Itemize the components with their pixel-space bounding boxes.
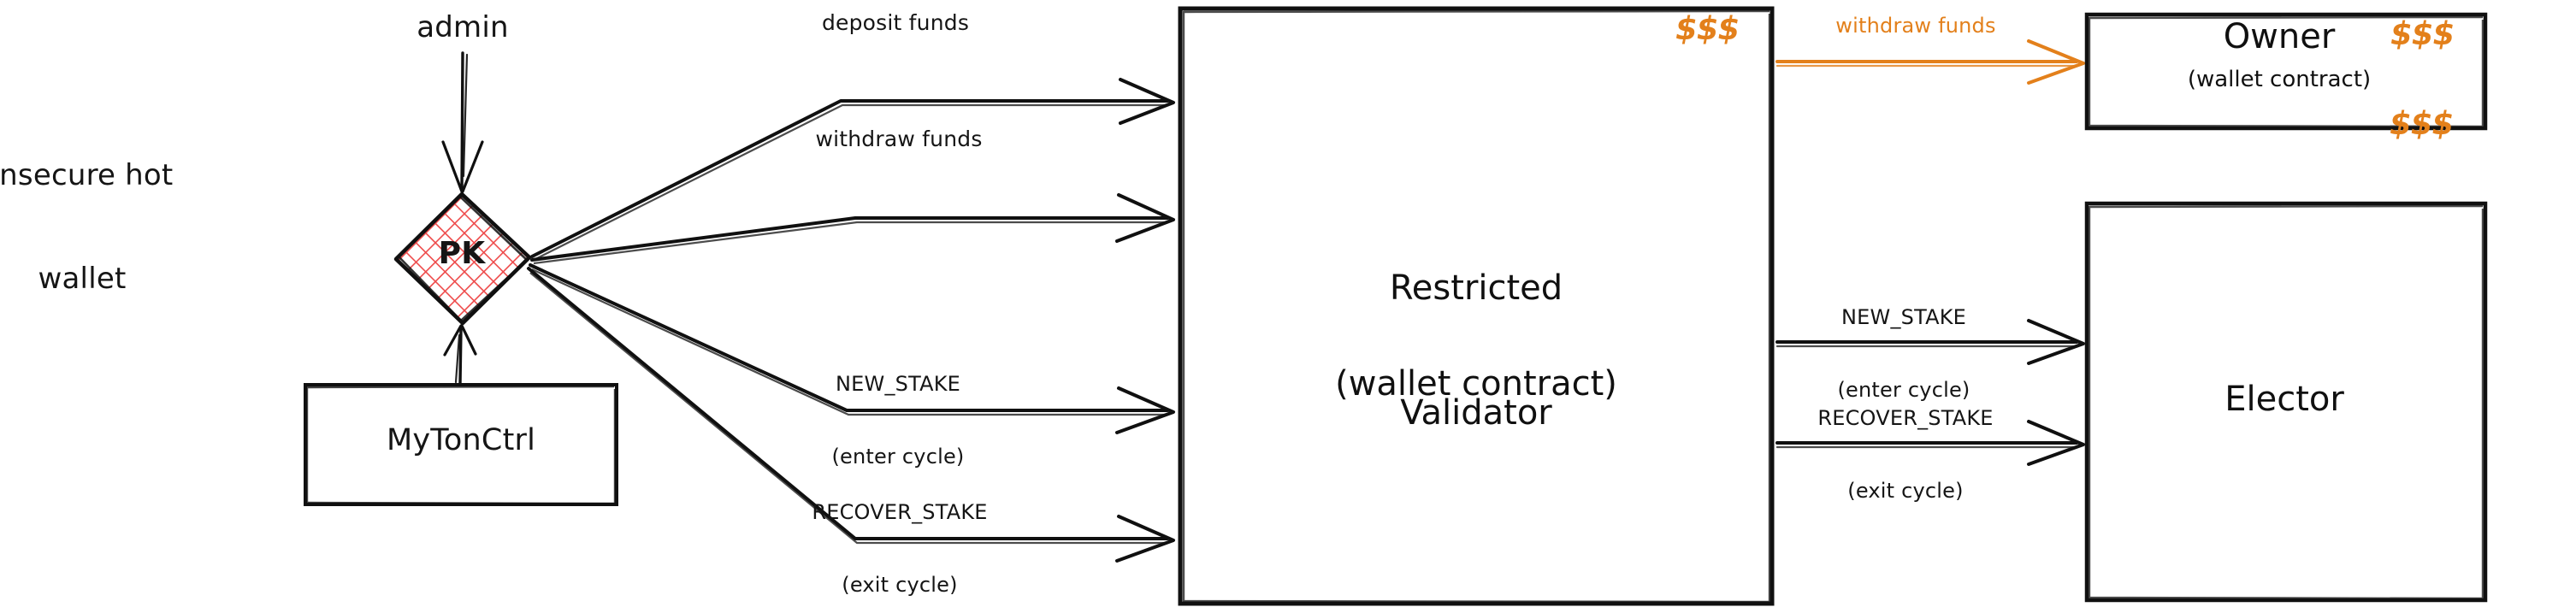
edge-rv-new-stake-elector xyxy=(1775,319,2085,365)
mytonctrl-box-outline xyxy=(304,383,618,506)
edge-label-new-stake-elector-main: NEW_STAKE xyxy=(1840,304,1966,329)
restricted-validator-node[interactable] xyxy=(1178,6,1775,606)
restricted-validator-money-badge: $$$ xyxy=(1675,10,1740,47)
elector-title: Elector xyxy=(2224,380,2344,419)
edge-pk-new-stake xyxy=(529,263,1175,434)
edge-admin-to-pk xyxy=(441,51,484,193)
mytonctrl-box-sketch xyxy=(304,385,617,505)
insecure-hot-wallet-line1: insecure hot xyxy=(0,158,174,193)
edge-label-recover-stake-elector-sub: (exit cycle) xyxy=(1847,478,1964,503)
owner-money-badge: $$$ xyxy=(2390,15,2455,52)
owner-box-outline xyxy=(2084,12,2488,131)
insecure-hot-wallet-line2: wallet xyxy=(38,261,127,296)
restricted-validator-box-outline xyxy=(1178,6,1775,606)
edge-label-recover-stake-pk-main: RECOVER_STAKE xyxy=(812,499,988,524)
mytonctrl-label: MyTonCtrl xyxy=(386,423,536,457)
edge-mytonctrl-to-pk xyxy=(443,324,477,385)
restricted-validator-box-sketch xyxy=(1182,9,1771,604)
pk-diamond-outline xyxy=(393,192,532,326)
mytonctrl-node[interactable] xyxy=(304,383,618,506)
edge-label-withdraw-funds-owner: withdraw funds xyxy=(1835,14,1996,38)
admin-label: admin xyxy=(417,10,509,44)
edge-rv-withdraw-owner xyxy=(1775,39,2085,85)
edge-label-deposit-funds: deposit funds xyxy=(821,10,970,35)
insecure-hot-wallet-label: insecure hot wallet xyxy=(0,90,173,364)
elector-box-outline xyxy=(2084,201,2488,603)
elector-box-sketch xyxy=(2088,204,2484,600)
edge-pk-deposit xyxy=(530,78,1175,261)
owner-subtitle: (wallet contract) xyxy=(2187,67,2372,92)
edge-label-new-stake-elector-sub: (enter cycle) xyxy=(1837,377,1970,402)
owner-title: Owner xyxy=(2223,17,2336,56)
edge-label-recover-stake-elector: RECOVER_STAKE (exit cycle) xyxy=(1817,357,1993,551)
edge-pk-recover-stake xyxy=(527,267,1175,563)
edge-label-new-stake-pk-sub: (enter cycle) xyxy=(831,444,965,469)
edge-label-recover-stake-pk-sub: (exit cycle) xyxy=(842,572,958,597)
owner-node[interactable] xyxy=(2084,12,2488,131)
elector-node[interactable] xyxy=(2084,201,2488,603)
elector-money-badge: $$$ xyxy=(2390,105,2454,142)
edge-label-new-stake-pk-main: NEW_STAKE xyxy=(835,371,960,396)
owner-box-sketch xyxy=(2088,15,2484,128)
restricted-validator-title: Restricted Validator xyxy=(1390,184,1563,517)
edge-label-recover-stake-pk: RECOVER_STAKE (exit cycle) xyxy=(812,451,987,613)
edge-rv-recover-stake-elector xyxy=(1775,420,2085,466)
edge-label-new-stake-elector: NEW_STAKE (enter cycle) xyxy=(1837,256,1970,451)
edge-pk-withdraw xyxy=(530,193,1175,265)
edge-label-withdraw-funds-pk: withdraw funds xyxy=(815,127,983,151)
edge-label-new-stake-pk: NEW_STAKE (enter cycle) xyxy=(831,323,964,517)
restricted-validator-title-line2: Validator xyxy=(1400,392,1552,433)
restricted-validator-title-line1: Restricted xyxy=(1389,268,1563,308)
pk-node[interactable] xyxy=(393,192,532,326)
pk-label: PK xyxy=(438,236,486,271)
edge-label-recover-stake-elector-main: RECOVER_STAKE xyxy=(1817,405,1994,430)
restricted-validator-subtitle: (wallet contract) xyxy=(1335,364,1617,404)
pk-diamond-outline-sketch xyxy=(398,196,529,322)
